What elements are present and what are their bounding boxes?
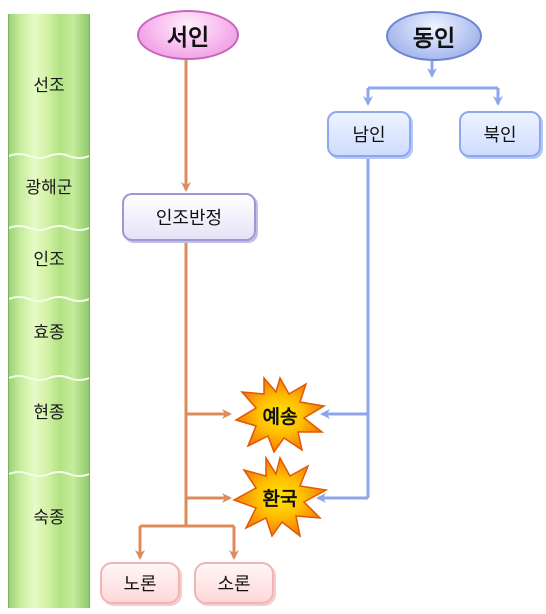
dongin-faction-node: 동인	[386, 11, 482, 61]
reign-divider	[9, 296, 89, 302]
reign-label-seonjo: 선조	[33, 76, 65, 96]
reign-divider	[9, 225, 89, 231]
dongin-lineage-lines	[316, 58, 503, 503]
hwanguk-burst	[232, 455, 329, 538]
reign-divider	[9, 375, 89, 381]
hwanguk-label: 환국	[262, 488, 298, 510]
noron-faction-node: 노론	[100, 562, 180, 604]
namin-faction-node: 남인	[327, 111, 411, 157]
yesong-burst	[234, 375, 327, 454]
reign-label-hyeonjong: 현종	[33, 403, 65, 423]
reign-label-injo: 인조	[33, 250, 65, 270]
reign-timeline: 선조 광해군 인조 효종 현종 숙종	[8, 14, 90, 608]
seoin-faction-node: 서인	[137, 10, 239, 60]
seoin-lineage-lines	[135, 58, 239, 560]
injo-coup-node: 인조반정	[122, 193, 256, 241]
reign-divider	[9, 153, 89, 159]
yesong-label: 예송	[262, 406, 298, 428]
reign-divider	[9, 471, 89, 477]
reign-label-hyojong: 효종	[33, 323, 65, 343]
reign-label-gwanghaegun: 광해군	[25, 178, 73, 198]
bukin-faction-node: 북인	[459, 111, 541, 157]
reign-label-sukjong: 숙종	[33, 508, 65, 528]
soron-faction-node: 소론	[194, 562, 274, 604]
